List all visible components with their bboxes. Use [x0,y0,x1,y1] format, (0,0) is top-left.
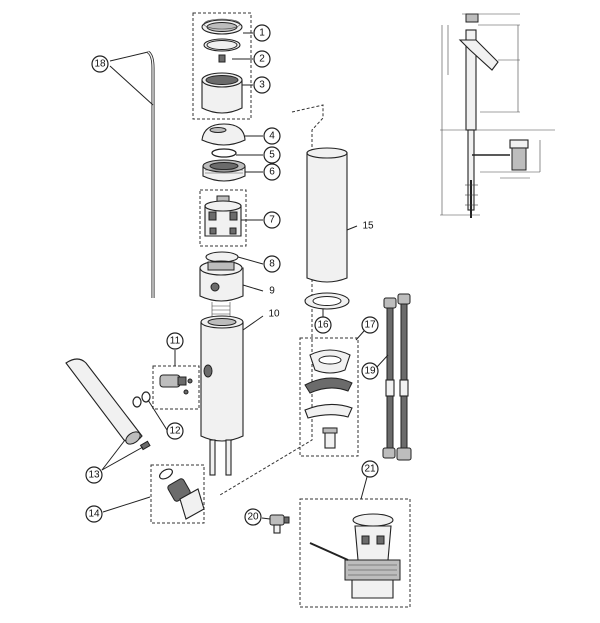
callout-21: 21 [361,460,379,478]
svg-text:19: 19 [364,366,376,377]
callout-16: 16 [314,316,332,334]
part-5-ring [211,148,237,158]
part-11-diverter [159,374,193,395]
svg-text:6: 6 [269,167,275,178]
part-12-orings [132,391,151,408]
part-18-lift-rod [147,50,155,298]
svg-text:11: 11 [170,336,181,347]
callout-3: 3 [253,76,271,94]
svg-text:12: 12 [169,426,181,437]
callout-10: 10 [268,309,280,320]
svg-text:3: 3 [259,80,265,91]
part-13-spout [65,358,151,451]
svg-text:2: 2 [259,54,265,65]
svg-text:16: 16 [317,320,329,331]
svg-text:13: 13 [88,470,100,481]
callout-9: 9 [269,286,275,297]
callout-12: 12 [166,422,184,440]
part-20-connector [269,514,290,534]
part-4-dome [201,123,246,146]
callout-8: 8 [263,255,281,273]
callout-15: 15 [362,221,374,232]
group-box-fixings [299,337,359,457]
svg-text:9: 9 [269,286,275,297]
part-1-cap [201,18,243,35]
svg-text:21: 21 [364,464,376,475]
leader-lines [101,32,389,520]
group-box-waste [299,498,411,608]
svg-text:15: 15 [362,221,374,232]
callout-19: 19 [361,362,379,380]
callout-18: 18 [91,55,109,73]
part-7-cartridge [204,195,242,237]
svg-text:5: 5 [269,150,275,161]
svg-text:17: 17 [364,320,376,331]
svg-text:4: 4 [269,131,275,142]
group-box-cap [192,12,252,120]
part-2-ring-screw [203,38,241,63]
callout-2: 2 [253,50,271,68]
part-10-body [200,315,244,476]
callout-20: 20 [244,508,262,526]
group-box-diverter [152,365,200,410]
callout-7: 7 [263,211,281,229]
part-16-washer [304,292,350,310]
callout-1: 1 [253,24,271,42]
callout-4: 4 [263,127,281,145]
part-6-nut [202,159,246,182]
svg-text:1: 1 [259,28,265,39]
callout-5: 5 [263,146,281,164]
callout-17: 17 [361,316,379,334]
callout-14: 14 [85,505,103,523]
svg-text:8: 8 [269,259,275,270]
svg-text:7: 7 [269,215,275,226]
technical-drawing-thumbnail [440,13,555,218]
part-17-fixing-kit [304,349,353,449]
dashed-assembly-line [219,104,324,496]
svg-text:10: 10 [268,309,280,320]
svg-text:20: 20 [247,512,259,523]
part-21-waste [309,513,401,599]
group-box-cartridge [199,189,247,247]
part-14-aerator [159,468,205,520]
part-19-hoses [382,293,412,461]
svg-text:14: 14 [88,509,100,520]
part-15-tube [306,147,348,283]
group-box-aerator [150,464,205,524]
callout-6: 6 [263,163,281,181]
svg-text:18: 18 [94,59,106,70]
part-9-body-top [199,260,244,322]
part-3-sleeve [201,72,243,114]
callout-11: 11 [166,332,184,350]
callout-13: 13 [85,466,103,484]
